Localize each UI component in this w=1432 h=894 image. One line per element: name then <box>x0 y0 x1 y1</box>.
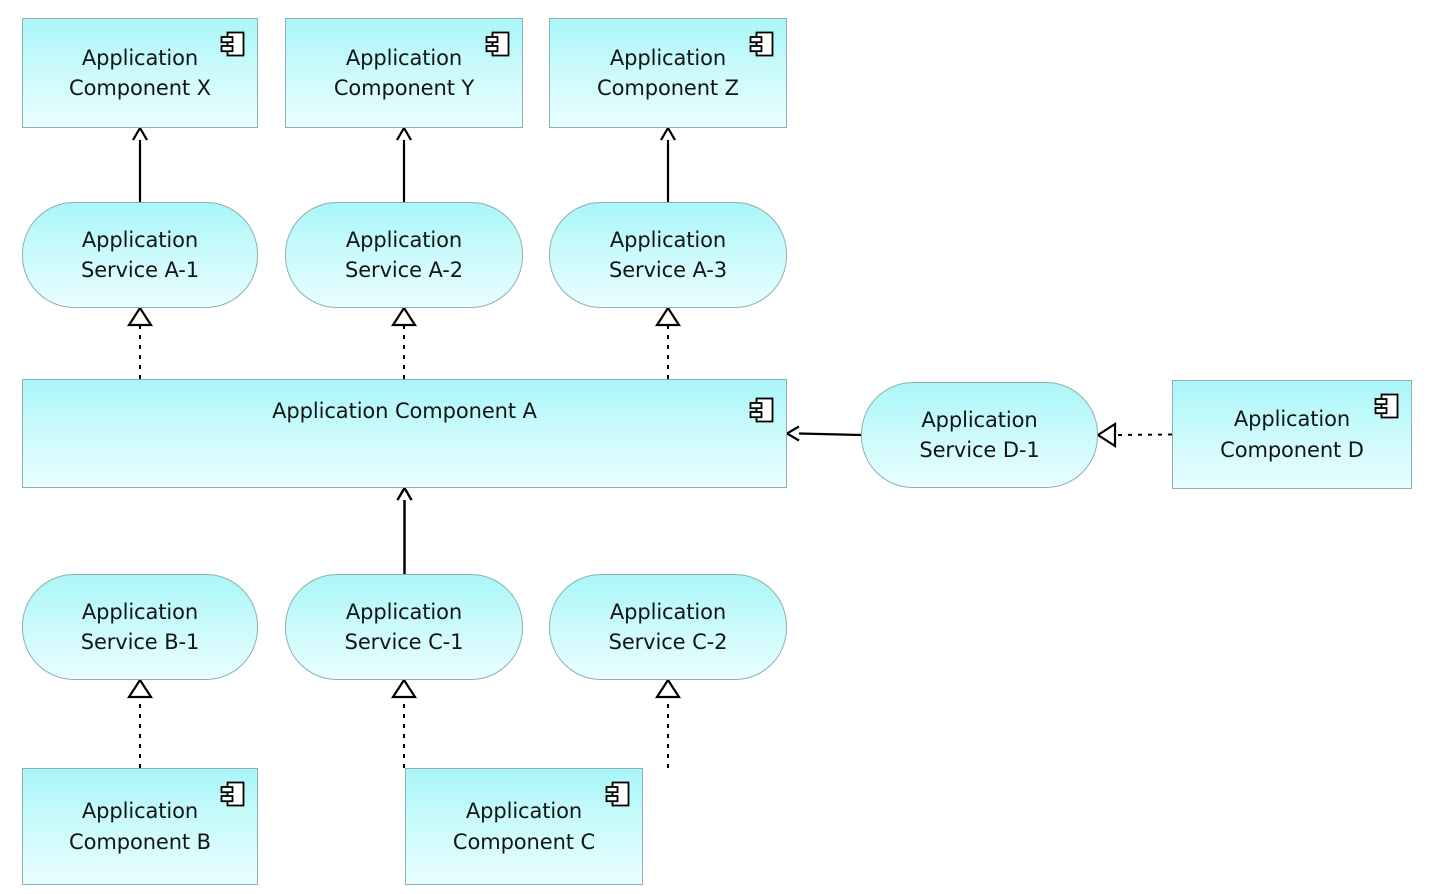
serving-service-a3-to-component-z[interactable] <box>660 125 676 202</box>
realization-component-c-to-service-c2-realization-arrowhead <box>654 677 682 699</box>
application-service-c-2-label: Application Service C-2 <box>608 599 728 654</box>
realization-component-a-to-service-a1-realization-arrowhead <box>126 305 154 327</box>
application-service-c-1-label: Application Service C-1 <box>344 599 464 654</box>
realization-component-d-to-service-d1-line <box>1114 433 1173 436</box>
realization-component-c-to-service-c1[interactable] <box>390 677 418 768</box>
serving-service-a2-to-component-y-open-arrowhead <box>396 125 412 141</box>
serving-service-a1-to-component-x-open-arrowhead <box>132 125 148 141</box>
application-component-a[interactable]: Application Component A <box>22 379 787 488</box>
application-component-d-label: Application Component D <box>1220 407 1364 462</box>
application-component-y-label: Application Component Y <box>333 45 475 100</box>
application-service-d-1[interactable]: Application Service D-1 <box>861 382 1098 488</box>
application-component-y[interactable]: Application Component Y <box>285 18 523 128</box>
component-icon <box>220 780 246 808</box>
application-service-a-2-label: Application Service A-2 <box>344 227 464 282</box>
application-component-c[interactable]: Application Component C <box>405 768 643 885</box>
application-component-b-label: Application Component B <box>69 799 211 854</box>
application-service-b-1[interactable]: Application Service B-1 <box>22 574 258 680</box>
application-component-c-label: Application Component C <box>452 799 596 854</box>
component-icon <box>220 30 246 58</box>
realization-component-d-to-service-d1-realization-arrowhead <box>1095 421 1117 449</box>
realization-component-b-to-service-b1-realization-arrowhead <box>126 677 154 699</box>
component-icon <box>605 780 631 808</box>
realization-component-a-to-service-a3-realization-arrowhead <box>654 305 682 327</box>
serving-service-c2-to-component-a-open-arrowhead <box>396 485 413 501</box>
realization-component-a-to-service-a3[interactable] <box>654 305 682 379</box>
realization-component-a-to-service-a2[interactable] <box>390 305 418 379</box>
realization-component-b-to-service-b1[interactable] <box>126 677 154 768</box>
application-service-c-2[interactable]: Application Service C-2 <box>549 574 787 680</box>
application-component-x-label: Application Component X <box>69 45 211 100</box>
application-service-a-1[interactable]: Application Service A-1 <box>22 202 258 308</box>
component-icon <box>749 396 775 424</box>
application-component-b[interactable]: Application Component B <box>22 768 258 885</box>
application-service-b-1-label: Application Service B-1 <box>80 599 200 654</box>
serving-service-a1-to-component-x[interactable] <box>132 125 148 202</box>
application-service-a-3[interactable]: Application Service A-3 <box>549 202 787 308</box>
realization-component-d-to-service-d1[interactable] <box>1095 421 1173 449</box>
serving-service-a2-to-component-y[interactable] <box>396 125 412 202</box>
realization-component-a-to-service-a1[interactable] <box>126 305 154 379</box>
realization-component-c-to-service-c1-realization-arrowhead <box>390 677 418 699</box>
application-component-z-label: Application Component Z <box>597 45 739 100</box>
application-component-d[interactable]: Application Component D <box>1172 380 1412 489</box>
application-service-a-1-label: Application Service A-1 <box>80 227 200 282</box>
serving-service-d1-to-component-a-line <box>798 432 862 437</box>
serving-service-b1-to-component-a[interactable] <box>396 485 413 574</box>
serving-service-a3-to-component-z-open-arrowhead <box>660 125 676 141</box>
application-service-a-3-label: Application Service A-3 <box>608 227 728 282</box>
application-component-z[interactable]: Application Component Z <box>549 18 787 128</box>
application-service-c-1[interactable]: Application Service C-1 <box>285 574 523 680</box>
serving-service-c1-to-component-a[interactable] <box>396 485 413 574</box>
component-icon <box>1374 392 1400 420</box>
application-component-x[interactable]: Application Component X <box>22 18 258 128</box>
component-icon <box>485 30 511 58</box>
serving-service-b1-to-component-a-open-arrowhead <box>396 485 413 501</box>
application-component-a-label: Application Component A <box>272 399 537 423</box>
realization-component-a-to-service-a2-realization-arrowhead <box>390 305 418 327</box>
serving-service-d1-to-component-a[interactable] <box>784 425 862 442</box>
serving-service-c1-to-component-a-open-arrowhead <box>396 485 413 501</box>
serving-service-c2-to-component-a[interactable] <box>396 485 413 574</box>
application-service-d-1-label: Application Service D-1 <box>919 407 1040 462</box>
realization-component-c-to-service-c2[interactable] <box>654 677 682 768</box>
component-icon <box>749 30 775 58</box>
serving-service-d1-to-component-a-open-arrowhead <box>784 425 800 442</box>
application-service-a-2[interactable]: Application Service A-2 <box>285 202 523 308</box>
